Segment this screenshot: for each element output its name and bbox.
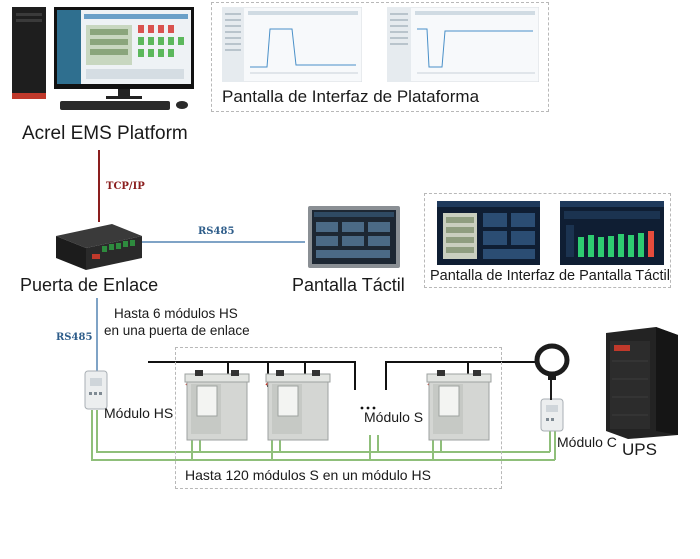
- s-modules-note: Hasta 120 módulos S en un módulo HS: [185, 467, 431, 483]
- s-modules-box: [175, 347, 502, 489]
- hs-note-line-1: Hasta 6 módulos HS: [114, 306, 238, 321]
- module-c-label: Módulo C: [557, 434, 617, 450]
- battery-icon: [265, 370, 331, 441]
- module-c-icon: [540, 398, 564, 432]
- battery-icon: [426, 370, 492, 441]
- platform-screens-box: [211, 2, 549, 112]
- ups-label: UPS: [622, 440, 657, 459]
- touch-screens-label: Pantalla de Interfaz de Pantalla Táctil: [430, 268, 670, 284]
- rs485-gateway-label: RS485: [198, 226, 235, 237]
- touch-screens-box: [424, 193, 671, 288]
- module-hs-label: Módulo HS: [104, 405, 174, 421]
- gateway-device-icon: [56, 224, 142, 270]
- green-bus: [91, 410, 556, 461]
- battery-icon: [184, 370, 250, 441]
- current-sensor-icon: [534, 343, 570, 380]
- touch-screenshot-1: [437, 201, 540, 265]
- platform-screenshot-2: [387, 7, 539, 82]
- gateway-label: Puerta de Enlace: [20, 275, 159, 295]
- platform-screenshot-1: [222, 7, 362, 82]
- platform-label: Acrel EMS Platform: [22, 123, 188, 144]
- touch-panel-icon: [308, 206, 400, 268]
- ups-cabinet-icon: [606, 327, 678, 439]
- module-s-label: Módulo S: [364, 409, 424, 425]
- desktop-pc-icon: [12, 7, 194, 110]
- rs485-hs-label: RS485: [56, 332, 93, 343]
- platform-screens-label: Pantalla de Interfaz de Plataforma: [222, 87, 480, 106]
- touch-screenshot-2: [560, 201, 664, 265]
- tcp-ip-label: TCP/IP: [106, 181, 145, 192]
- hs-module-icon: [84, 370, 108, 410]
- sensor-cable: [550, 380, 552, 400]
- touch-screen-label: Pantalla Táctil: [292, 275, 405, 295]
- ellipsis-dots: [360, 406, 376, 410]
- hs-note-line-2: en una puerta de enlace: [104, 323, 250, 338]
